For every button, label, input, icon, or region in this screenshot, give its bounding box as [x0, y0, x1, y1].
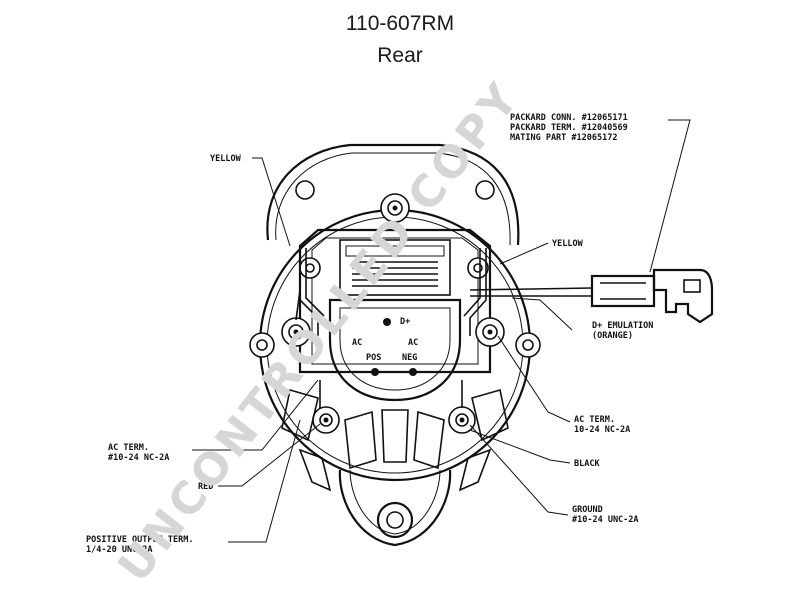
label-ac-term-right-line2: 10-24 NC-2A — [574, 425, 630, 435]
stud-far-right — [515, 332, 541, 358]
view-subtitle: Rear — [377, 44, 423, 67]
wiring — [295, 248, 593, 408]
label-connector-line1: PACKARD CONN. #12065171 — [510, 113, 628, 123]
label-connector-line3: MATING PART #12065172 — [510, 133, 617, 143]
leader-lines — [192, 119, 691, 543]
label-red: RED — [198, 482, 213, 492]
label-ground-line2: #10-24 UNC-2A — [572, 515, 639, 525]
top-mounting-screw — [380, 193, 410, 223]
stud-lower-right — [448, 406, 476, 434]
stud-mid-left — [281, 317, 311, 347]
pos-terminal-icon — [371, 368, 379, 376]
neg-terminal-mark: NEG — [402, 353, 417, 363]
neg-terminal-icon — [409, 368, 417, 376]
regulator-label-stripes — [352, 261, 438, 287]
d-plus-terminal-mark: D+ — [400, 317, 410, 327]
label-positive-output-line2: 1/4-20 UNC-2A — [86, 545, 153, 555]
label-connector-line2: PACKARD TERM. #12040569 — [510, 123, 628, 133]
stud-lower-left — [312, 406, 340, 434]
label-black: BLACK — [574, 459, 600, 469]
uncontrolled-copy-watermark: UNCONTROLLED COPY — [108, 72, 530, 592]
label-ac-term-left-line1: AC TERM. — [108, 443, 149, 453]
label-yellow-right: YELLOW — [552, 239, 584, 249]
label-ac-term-right-line1: AC TERM. — [574, 415, 615, 425]
packard-connector — [590, 268, 714, 324]
label-d-plus-line2: (ORANGE) — [592, 331, 633, 341]
regulator-housing — [298, 228, 492, 402]
part-number-title: 110-607RM — [345, 12, 455, 35]
stud-upper-right — [467, 257, 489, 279]
ac-left-terminal-mark: AC — [352, 338, 362, 348]
label-yellow-left: YELLOW — [210, 154, 242, 164]
label-d-plus-line1: D+ EMULATION — [592, 321, 653, 331]
cooling-vents — [281, 388, 509, 492]
d-plus-terminal-icon — [383, 318, 391, 326]
label-ground-line1: GROUND — [572, 505, 603, 515]
label-ac-term-left-line2: #10-24 NC-2A — [108, 453, 169, 463]
studs — [249, 257, 541, 434]
label-positive-output-line1: POSITIVE OUTPUT TERM. — [86, 535, 193, 545]
pos-terminal-mark: POS — [366, 353, 381, 363]
ac-right-terminal-mark: AC — [408, 338, 418, 348]
stud-far-left — [249, 332, 275, 358]
stud-mid-right — [475, 317, 505, 347]
stud-upper-left — [299, 257, 321, 279]
